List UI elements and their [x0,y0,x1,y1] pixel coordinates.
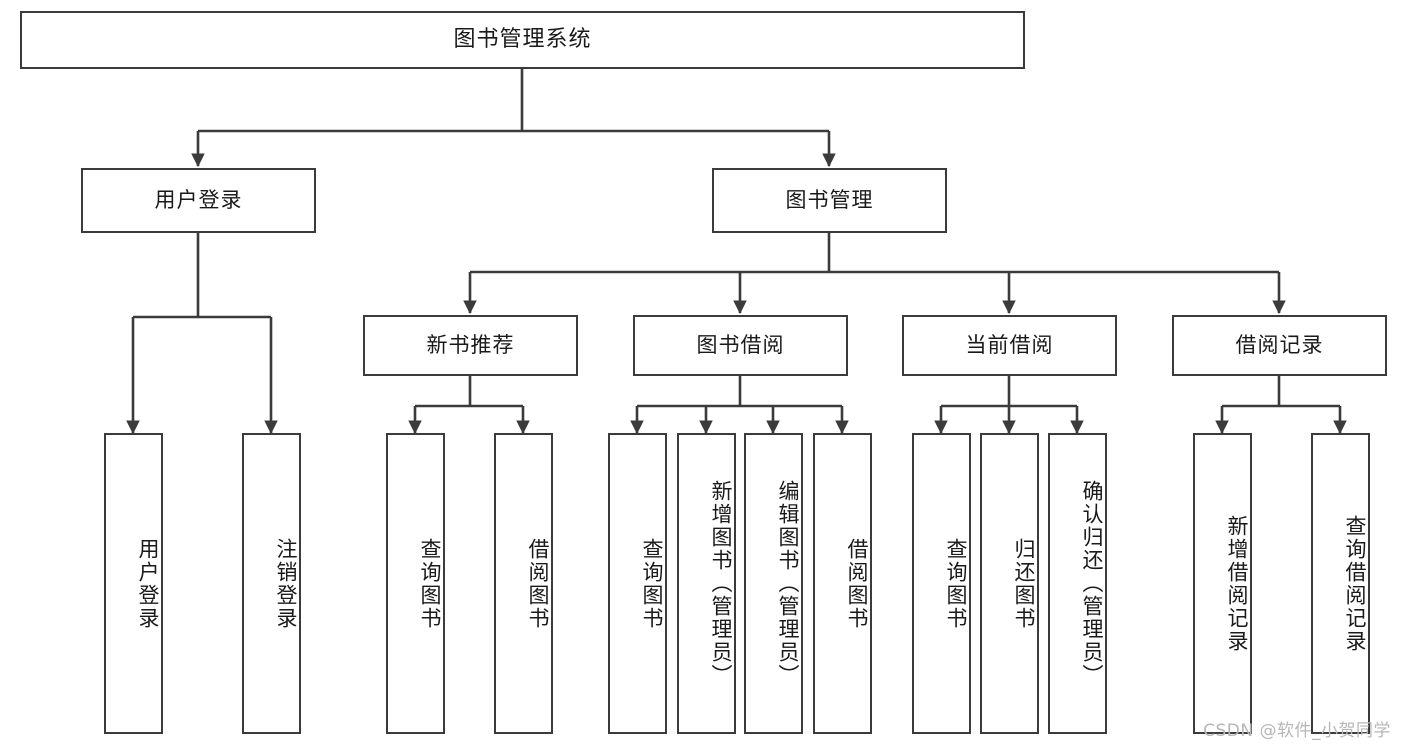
node-book-borrow-label: 图书借阅 [696,332,785,357]
node-leaf-borrow-book-2[interactable]: 借阅图书 [813,433,872,734]
node-leaf-edit-book-label: 编辑图书（管理员） [776,480,800,687]
node-current-borrow[interactable]: 当前借阅 [902,315,1117,376]
node-leaf-add-book[interactable]: 新增图书（管理员） [677,433,736,734]
node-leaf-borrow-book-2-label: 借阅图书 [845,537,869,630]
node-leaf-return-book[interactable]: 归还图书 [980,433,1039,734]
node-leaf-query-book-3-label: 查询图书 [944,537,968,630]
node-leaf-confirm-return[interactable]: 确认归还（管理员） [1048,433,1107,734]
node-leaf-add-record-label: 新增借阅记录 [1225,514,1249,653]
node-book-manage[interactable]: 图书管理 [712,168,947,233]
node-leaf-user-login[interactable]: 用户登录 [104,433,163,734]
node-leaf-query-book-2[interactable]: 查询图书 [608,433,667,734]
node-leaf-edit-book[interactable]: 编辑图书（管理员） [744,433,803,734]
node-leaf-add-record[interactable]: 新增借阅记录 [1193,433,1252,734]
watermark-text: CSDN @软件_小贺同学 [1203,721,1391,741]
node-book-manage-label: 图书管理 [785,187,874,212]
node-leaf-query-record[interactable]: 查询借阅记录 [1311,433,1370,734]
node-new-book-recommend[interactable]: 新书推荐 [363,315,578,376]
node-leaf-query-book-2-label: 查询图书 [640,537,664,630]
node-user-login[interactable]: 用户登录 [81,168,316,233]
node-user-login-label: 用户登录 [154,187,243,212]
node-leaf-borrow-book-1-label: 借阅图书 [526,537,550,630]
node-leaf-add-book-label: 新增图书（管理员） [709,480,733,687]
node-book-borrow[interactable]: 图书借阅 [633,315,848,376]
node-root-system[interactable]: 图书管理系统 [20,11,1025,69]
node-leaf-query-record-label: 查询借阅记录 [1343,514,1367,653]
node-leaf-query-book-1[interactable]: 查询图书 [386,433,445,734]
node-leaf-user-logout-label: 注销登录 [274,537,298,630]
node-leaf-borrow-book-1[interactable]: 借阅图书 [494,433,553,734]
node-borrow-record[interactable]: 借阅记录 [1172,315,1387,376]
node-leaf-user-logout[interactable]: 注销登录 [242,433,301,734]
node-current-borrow-label: 当前借阅 [965,332,1054,357]
node-leaf-user-login-label: 用户登录 [136,537,160,630]
node-leaf-query-book-3[interactable]: 查询图书 [912,433,971,734]
node-new-book-recommend-label: 新书推荐 [426,332,515,357]
node-leaf-return-book-label: 归还图书 [1012,537,1036,630]
node-borrow-record-label: 借阅记录 [1235,332,1324,357]
node-leaf-query-book-1-label: 查询图书 [418,537,442,630]
node-root-system-label: 图书管理系统 [453,26,592,52]
node-leaf-confirm-return-label: 确认归还（管理员） [1080,480,1104,687]
